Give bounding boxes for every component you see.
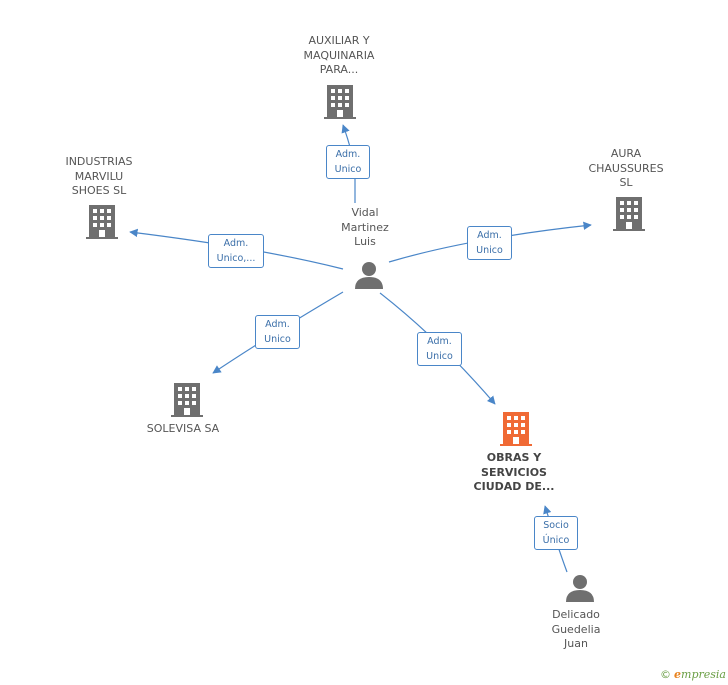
building-icon[interactable]	[500, 412, 532, 446]
person-icon[interactable]	[355, 262, 383, 289]
node-label-industrias[interactable]: INDUSTRIAS MARVILU SHOES SL	[65, 155, 133, 197]
node-label-aura[interactable]: AURA CHAUSSURES SL	[588, 147, 664, 189]
edge-label-auxiliar[interactable]: Adm. Unico	[326, 145, 370, 179]
copyright-symbol: ©	[660, 668, 672, 681]
edge-label-obras[interactable]: Adm. Unico	[417, 332, 462, 366]
brand-initial: e	[674, 668, 682, 681]
building-icon[interactable]	[86, 205, 118, 239]
node-label-solevisa[interactable]: SOLEVISA SA	[146, 422, 220, 435]
edge-label-aura[interactable]: Adm. Unico	[467, 226, 512, 260]
node-label-vidal[interactable]: Vidal Martinez Luis	[341, 206, 389, 248]
node-label-obras[interactable]: OBRAS Y SERVICIOS CIUDAD DE...	[473, 451, 555, 493]
brand-footer: ©empresia	[660, 668, 726, 681]
edge-label-solevisa[interactable]: Adm. Unico	[255, 315, 300, 349]
node-label-delicado[interactable]: Delicado Guedelia Juan	[551, 608, 601, 650]
building-icon[interactable]	[171, 383, 203, 417]
brand-name: mpresia	[681, 668, 726, 681]
person-icon[interactable]	[566, 575, 594, 602]
edge-label-delicado[interactable]: Socio Único	[534, 516, 578, 550]
building-icon[interactable]	[613, 197, 645, 231]
node-label-auxiliar[interactable]: AUXILIAR Y MAQUINARIA PARA...	[303, 34, 375, 76]
edge-label-industrias[interactable]: Adm. Unico,...	[208, 234, 264, 268]
building-icon[interactable]	[324, 85, 356, 119]
